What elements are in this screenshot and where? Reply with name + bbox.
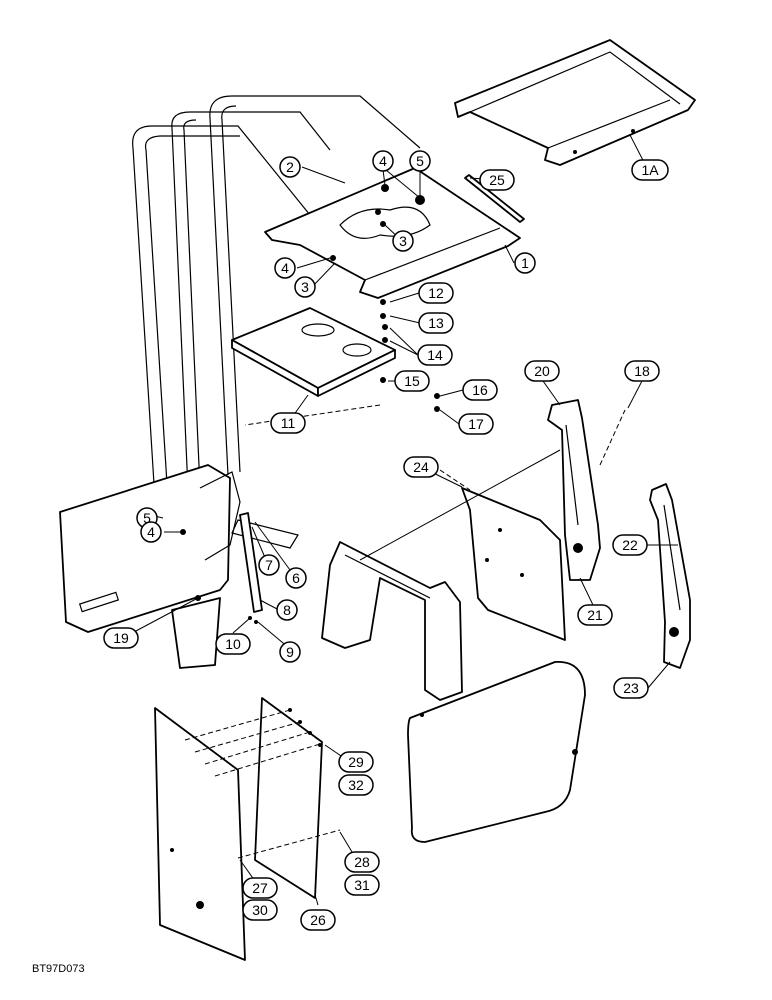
svg-text:15: 15 bbox=[404, 373, 420, 389]
callout-23: 23 bbox=[613, 677, 649, 699]
callout-5a: 5 bbox=[409, 150, 431, 172]
part-1-upper-panel bbox=[264, 167, 521, 299]
svg-text:10: 10 bbox=[225, 636, 241, 652]
svg-text:27: 27 bbox=[252, 880, 268, 896]
callout-28: 28 bbox=[344, 851, 380, 873]
callout-11: 11 bbox=[270, 412, 306, 434]
svg-text:25: 25 bbox=[489, 172, 505, 188]
callout-17: 17 bbox=[458, 413, 494, 435]
svg-text:12: 12 bbox=[428, 285, 444, 301]
svg-text:6: 6 bbox=[292, 570, 300, 586]
callout-4c: 4 bbox=[140, 521, 162, 543]
part-26-panel bbox=[184, 697, 341, 899]
callout-8: 8 bbox=[276, 599, 298, 621]
svg-text:8: 8 bbox=[283, 602, 291, 618]
svg-text:4: 4 bbox=[379, 153, 387, 169]
svg-text:18: 18 bbox=[634, 363, 650, 379]
callout-18: 18 bbox=[624, 360, 660, 382]
callout-3a: 3 bbox=[392, 230, 414, 252]
svg-text:3: 3 bbox=[399, 233, 407, 249]
svg-text:9: 9 bbox=[286, 644, 294, 660]
callout-29: 29 bbox=[338, 751, 374, 773]
svg-text:2: 2 bbox=[286, 159, 294, 175]
callout-19: 19 bbox=[103, 627, 139, 649]
part-25-strip bbox=[464, 174, 525, 223]
callout-14: 14 bbox=[417, 344, 453, 366]
svg-text:29: 29 bbox=[348, 754, 364, 770]
callout-30: 30 bbox=[242, 899, 278, 921]
callout-22: 22 bbox=[612, 534, 648, 556]
callout-13: 13 bbox=[418, 312, 454, 334]
svg-text:23: 23 bbox=[623, 680, 639, 696]
callout-1a: 1A bbox=[631, 159, 669, 181]
svg-text:1: 1 bbox=[521, 255, 529, 271]
callout-2: 2 bbox=[279, 156, 301, 178]
callout-10: 10 bbox=[215, 633, 251, 655]
part-20-21-post-cover bbox=[547, 399, 626, 581]
svg-text:13: 13 bbox=[428, 315, 444, 331]
callout-3b: 3 bbox=[294, 276, 316, 298]
door-panel bbox=[407, 661, 586, 843]
callout-26: 26 bbox=[300, 909, 336, 931]
callout-12: 12 bbox=[418, 282, 454, 304]
center-frame bbox=[321, 449, 561, 701]
svg-text:26: 26 bbox=[310, 912, 326, 928]
svg-text:20: 20 bbox=[534, 363, 550, 379]
callout-7: 7 bbox=[258, 554, 280, 576]
callout-20: 20 bbox=[524, 360, 560, 382]
svg-text:4: 4 bbox=[281, 260, 289, 276]
svg-text:22: 22 bbox=[622, 537, 638, 553]
figure-code: BT97D073 bbox=[32, 963, 85, 975]
svg-text:24: 24 bbox=[413, 459, 429, 475]
svg-text:32: 32 bbox=[348, 777, 364, 793]
svg-text:7: 7 bbox=[265, 557, 273, 573]
part-22-23-post-cover bbox=[649, 483, 691, 669]
callout-9: 9 bbox=[279, 641, 301, 663]
callout-32: 32 bbox=[338, 774, 374, 796]
svg-text:31: 31 bbox=[354, 877, 370, 893]
svg-text:4: 4 bbox=[147, 524, 155, 540]
callout-1: 1 bbox=[514, 252, 536, 274]
rops-tubes bbox=[132, 95, 421, 501]
svg-text:30: 30 bbox=[252, 902, 268, 918]
callout-15: 15 bbox=[394, 370, 430, 392]
svg-text:5: 5 bbox=[416, 153, 424, 169]
svg-text:19: 19 bbox=[113, 630, 129, 646]
callout-4b: 4 bbox=[274, 257, 296, 279]
svg-text:3: 3 bbox=[301, 279, 309, 295]
callout-31: 31 bbox=[344, 874, 380, 896]
svg-text:1A: 1A bbox=[641, 162, 659, 178]
svg-text:5: 5 bbox=[143, 510, 151, 526]
svg-text:16: 16 bbox=[472, 382, 488, 398]
callout-6: 6 bbox=[285, 567, 307, 589]
callout-21: 21 bbox=[577, 604, 613, 626]
svg-text:14: 14 bbox=[427, 347, 443, 363]
part-1a-channel bbox=[454, 39, 696, 166]
callouts: 1A 25 2 4 5 3 4 3 1 12 13 14 15 11 16 17… bbox=[103, 150, 669, 931]
callout-25: 25 bbox=[479, 169, 515, 191]
part-24-panel bbox=[439, 469, 566, 641]
callout-24: 24 bbox=[403, 456, 439, 478]
svg-text:28: 28 bbox=[354, 854, 370, 870]
bracket-and-strut bbox=[171, 512, 299, 669]
svg-text:11: 11 bbox=[281, 415, 296, 431]
part-19-side-panel bbox=[59, 464, 241, 633]
svg-text:17: 17 bbox=[468, 416, 484, 432]
part-27-30-panel bbox=[154, 707, 246, 961]
callout-16: 16 bbox=[462, 379, 498, 401]
callout-4a: 4 bbox=[372, 150, 394, 172]
part-11-plate bbox=[231, 299, 440, 426]
callout-27: 27 bbox=[242, 877, 278, 899]
svg-text:21: 21 bbox=[587, 607, 603, 623]
